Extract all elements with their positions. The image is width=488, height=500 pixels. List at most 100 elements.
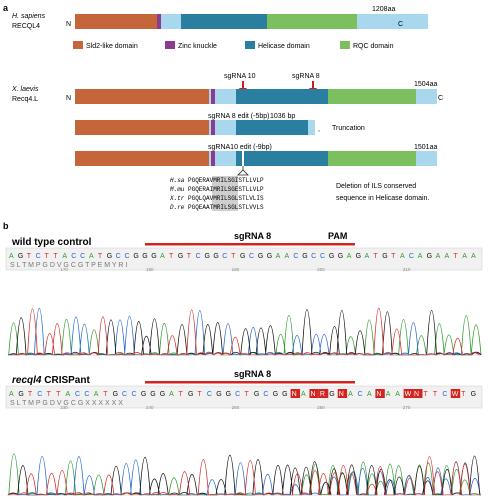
base-call: T bbox=[56, 391, 61, 398]
base-call: N bbox=[376, 391, 381, 398]
ambiguous-base-highlight bbox=[375, 389, 385, 398]
xenopus-protein-bar bbox=[75, 89, 437, 104]
wildtype-chromatogram-trace bbox=[7, 307, 482, 356]
base-call: A bbox=[348, 391, 353, 398]
mutant-title: recql4 CRISPant bbox=[12, 375, 90, 386]
legend-swatch-rqc bbox=[340, 41, 350, 49]
alignment-highlight bbox=[212, 176, 238, 211]
trace-a bbox=[8, 453, 480, 496]
base-call: T bbox=[169, 253, 174, 260]
wildtype-amino-acids: S L T M P G D V G C G T P E M Y R I bbox=[10, 262, 127, 269]
base-call: C bbox=[37, 391, 42, 398]
base-call: C bbox=[442, 391, 447, 398]
mutant-title-rest: CRISPant bbox=[41, 375, 90, 386]
base-call: C bbox=[80, 253, 85, 260]
base-call: A bbox=[169, 391, 174, 398]
base-call: G bbox=[282, 391, 287, 398]
base-call: G bbox=[329, 391, 334, 398]
mutant-sgrna8-bar bbox=[145, 381, 355, 384]
base-call: G bbox=[18, 391, 23, 398]
base-call: T bbox=[27, 253, 32, 260]
base-call: A bbox=[462, 253, 467, 260]
mutant-title-gene: recql4 bbox=[12, 375, 42, 386]
base-call: C bbox=[320, 253, 325, 260]
base-call: G bbox=[160, 391, 165, 398]
base-call: T bbox=[423, 391, 428, 398]
base-call: A bbox=[9, 391, 14, 398]
domain-legend: Sld2-like domain Zinc knuckle Helicase d… bbox=[73, 41, 394, 50]
base-call: G bbox=[356, 253, 361, 260]
base-call: G bbox=[141, 391, 146, 398]
base-call: A bbox=[386, 391, 391, 398]
base-call: C bbox=[358, 391, 363, 398]
alignment-species-3: X.tr bbox=[169, 195, 185, 202]
base-call: A bbox=[364, 253, 369, 260]
human-gene: RECQL4 bbox=[12, 23, 40, 30]
base-call: T bbox=[187, 253, 192, 260]
base-call: G bbox=[226, 391, 231, 398]
ambiguous-base-highlight bbox=[318, 389, 329, 398]
edit8-protein-bar bbox=[75, 120, 315, 135]
mutant-chromatogram-trace bbox=[7, 453, 482, 496]
position-tick: 170 bbox=[60, 267, 68, 272]
base-call: N bbox=[339, 391, 344, 398]
wildtype-title: wild type control bbox=[11, 237, 92, 248]
legend-sld2: Sld2-like domain bbox=[86, 43, 138, 50]
base-call: C bbox=[84, 391, 89, 398]
base-call: T bbox=[28, 391, 33, 398]
human-zinc-knuckle bbox=[157, 14, 161, 29]
base-call: C bbox=[36, 253, 41, 260]
position-tick: 190 bbox=[232, 267, 240, 272]
base-call: A bbox=[400, 253, 405, 260]
ambiguous-base-highlight bbox=[337, 389, 348, 398]
base-call: G bbox=[18, 253, 23, 260]
base-call: W bbox=[452, 391, 459, 398]
base-call: C bbox=[116, 253, 121, 260]
sgrna8-label: sgRNA 8 bbox=[292, 73, 320, 80]
xenopus-n-terminus: N bbox=[66, 95, 71, 102]
base-call: G bbox=[254, 391, 259, 398]
human-sld2-domain bbox=[75, 14, 157, 29]
base-call: G bbox=[273, 391, 278, 398]
xenopus-rqc-domain bbox=[328, 89, 416, 104]
base-call: T bbox=[245, 391, 250, 398]
position-tick: 210 bbox=[403, 267, 411, 272]
wildtype-sequence-track bbox=[5, 247, 483, 271]
deletion-pointer bbox=[237, 166, 249, 176]
base-call: N bbox=[292, 391, 297, 398]
human-length: 1208aa bbox=[372, 6, 395, 13]
position-tick: 230 bbox=[60, 405, 68, 410]
base-call: G bbox=[188, 391, 193, 398]
base-call: C bbox=[235, 391, 240, 398]
base-call: C bbox=[131, 391, 136, 398]
xenopus-gene: Recq4.L bbox=[12, 96, 38, 103]
alignment-species-4: D.re bbox=[170, 204, 185, 211]
base-call: A bbox=[436, 253, 441, 260]
panel-a-label: a bbox=[3, 3, 9, 13]
human-species: H. sapiens bbox=[12, 13, 46, 20]
legend-swatch-zinc bbox=[165, 41, 175, 49]
base-call: G bbox=[205, 253, 210, 260]
base-call: A bbox=[66, 391, 71, 398]
base-call: A bbox=[160, 253, 165, 260]
base-call: C bbox=[293, 253, 298, 260]
base-call: G bbox=[338, 253, 343, 260]
xenopus-species: X. laevis bbox=[11, 86, 39, 93]
base-call: T bbox=[373, 253, 378, 260]
base-call: C bbox=[311, 253, 316, 260]
base-call: G bbox=[329, 253, 334, 260]
base-call: G bbox=[178, 253, 183, 260]
base-call: A bbox=[418, 253, 423, 260]
base-call: T bbox=[433, 391, 438, 398]
base-call: C bbox=[122, 391, 127, 398]
panel-b-label: b bbox=[3, 221, 9, 231]
position-tick: 270 bbox=[403, 405, 411, 410]
human-protein-bar bbox=[75, 14, 428, 29]
base-call: C bbox=[207, 391, 212, 398]
